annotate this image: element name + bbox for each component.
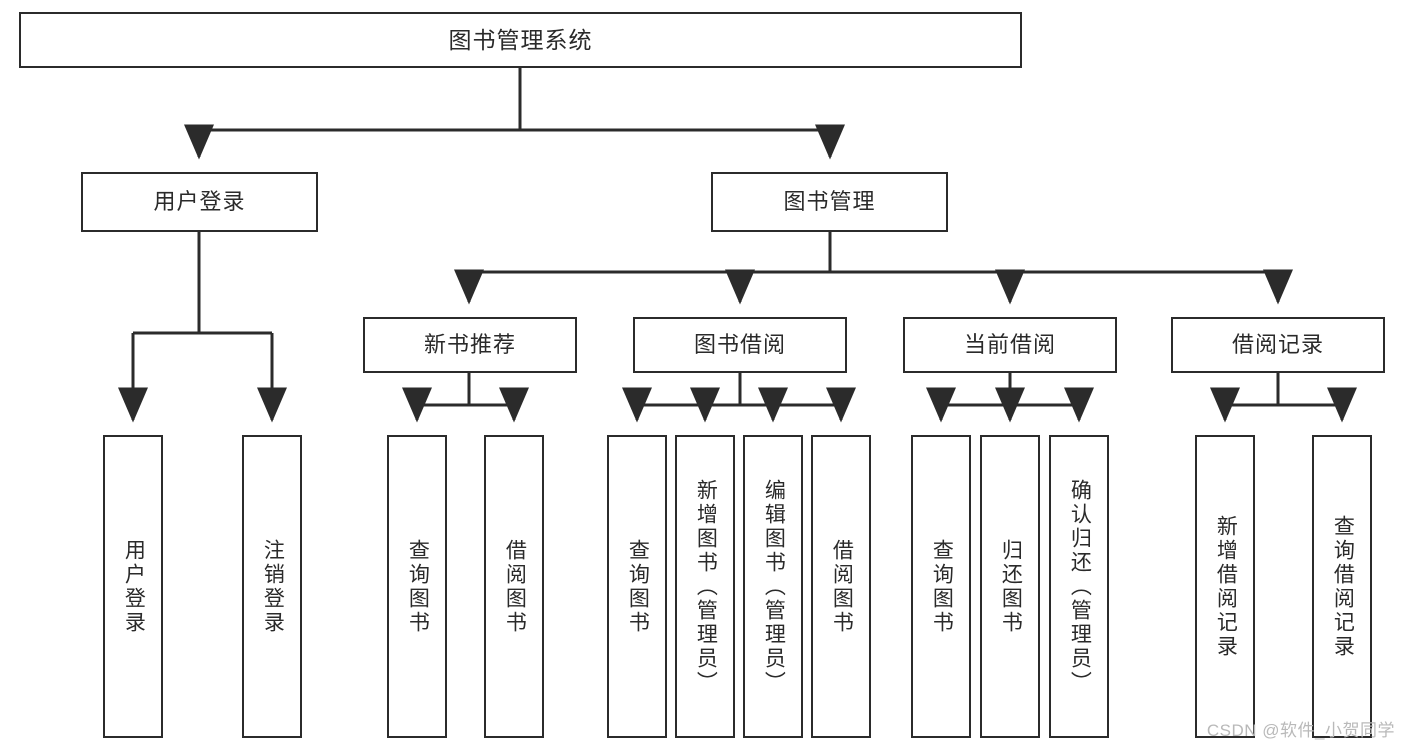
node-label: 查询借阅记录 [1331,514,1355,659]
node-label: 用户登录 [122,538,146,635]
leaf-user-login[interactable]: 用户登录 [103,435,163,738]
node-new-book-recommendation[interactable]: 新书推荐 [363,317,577,373]
leaf-add-book-admin[interactable]: 新增图书（管理员） [675,435,735,738]
watermark-text: CSDN @软件_小贺同学 [1206,721,1395,740]
leaf-edit-book-admin[interactable]: 编辑图书（管理员） [743,435,803,738]
node-label: 图书管理系统 [448,26,593,53]
node-label: 借阅记录 [1231,332,1324,357]
node-user-login[interactable]: 用户登录 [81,172,318,232]
leaf-query-book-new-recommendation[interactable]: 查询图书 [387,435,447,738]
node-label: 新增借阅记录 [1214,514,1238,659]
leaf-confirm-return-admin[interactable]: 确认归还（管理员） [1049,435,1109,738]
node-label: 确认归还（管理员） [1068,478,1092,695]
node-label: 查询图书 [930,538,954,635]
node-label: 当前借阅 [963,332,1056,357]
node-label: 新增图书（管理员） [694,478,718,695]
node-root-book-management-system[interactable]: 图书管理系统 [19,12,1022,68]
node-label: 新书推荐 [423,332,516,357]
leaf-query-borrow-record[interactable]: 查询借阅记录 [1312,435,1372,738]
node-borrow-records[interactable]: 借阅记录 [1171,317,1385,373]
node-label: 归还图书 [999,538,1023,635]
leaf-query-book-current[interactable]: 查询图书 [911,435,971,738]
leaf-logout[interactable]: 注销登录 [242,435,302,738]
leaf-add-borrow-record[interactable]: 新增借阅记录 [1195,435,1255,738]
leaf-borrow-book[interactable]: 借阅图书 [811,435,871,738]
node-label: 用户登录 [153,189,246,214]
leaf-return-book[interactable]: 归还图书 [980,435,1040,738]
node-label: 借阅图书 [830,538,854,635]
node-label: 查询图书 [626,538,650,635]
node-book-borrowing[interactable]: 图书借阅 [633,317,847,373]
node-label: 编辑图书（管理员） [762,478,786,695]
node-label: 图书管理 [783,189,876,214]
node-label: 图书借阅 [693,332,786,357]
node-label: 注销登录 [261,538,285,635]
node-book-management[interactable]: 图书管理 [711,172,948,232]
node-label: 借阅图书 [503,538,527,635]
leaf-query-book-borrowing[interactable]: 查询图书 [607,435,667,738]
node-label: 查询图书 [406,538,430,635]
leaf-borrow-book-new-recommendation[interactable]: 借阅图书 [484,435,544,738]
node-current-borrowing[interactable]: 当前借阅 [903,317,1117,373]
